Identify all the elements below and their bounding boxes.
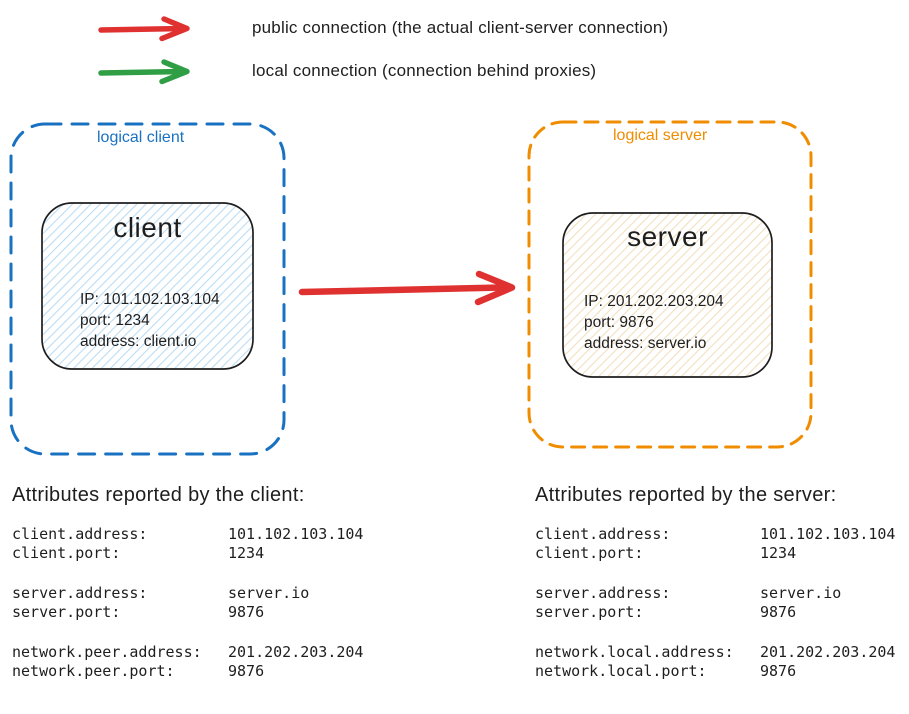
attr-key: network.local.address: <box>535 643 734 661</box>
attr-key: network.peer.port: <box>12 662 175 680</box>
server-ip-line: IP: 201.202.203.204 <box>584 293 724 310</box>
attr-row: client.port: 1234 <box>535 544 895 563</box>
attr-row: server.port: 9876 <box>535 603 895 622</box>
attr-row: server.port: 9876 <box>12 603 363 622</box>
attr-key: server.port: <box>12 603 121 621</box>
client-attr-group-server: server.address: server.io server.port: 9… <box>12 584 363 622</box>
server-attr-group-network: network.local.address: 201.202.203.204 n… <box>535 643 895 681</box>
attr-row: client.port: 1234 <box>12 544 363 563</box>
attr-value: 101.102.103.104 <box>228 525 364 543</box>
attr-key: network.peer.address: <box>12 643 202 661</box>
attr-row: network.peer.address: 201.202.203.204 <box>12 643 363 662</box>
attr-value: 1234 <box>760 544 797 562</box>
client-node-box <box>41 202 254 370</box>
legend-local-connection-label: local connection (connection behind prox… <box>252 61 597 80</box>
client-port-line: port: 1234 <box>80 312 150 329</box>
logical-client-label: logical client <box>97 129 185 146</box>
public-connection-arrow-icon <box>98 16 190 42</box>
attr-value: 201.202.203.204 <box>760 643 896 661</box>
attr-key: client.port: <box>535 544 644 562</box>
attr-row: client.address: 101.102.103.104 <box>535 525 895 544</box>
server-attributes-panel: Attributes reported by the server: clien… <box>535 484 895 681</box>
attr-key: server.port: <box>535 603 644 621</box>
server-node-title: server <box>627 221 708 252</box>
server-attr-group-server: server.address: server.io server.port: 9… <box>535 584 895 622</box>
diagram-canvas <box>9 120 813 456</box>
attr-value: 201.202.203.204 <box>228 643 364 661</box>
attr-row: server.address: server.io <box>12 584 363 603</box>
attr-value: 1234 <box>228 544 265 562</box>
logical-client-boundary <box>9 122 286 456</box>
attr-value: server.io <box>228 584 310 602</box>
attr-row: network.local.port: 9876 <box>535 662 895 681</box>
attr-key: client.address: <box>535 525 671 543</box>
attr-row: network.peer.port: 9876 <box>12 662 363 681</box>
client-attributes-title: Attributes reported by the client: <box>12 484 305 506</box>
client-attributes-panel: Attributes reported by the client: clien… <box>12 484 363 681</box>
attr-key: client.port: <box>12 544 121 562</box>
client-address-line: address: client.io <box>80 333 197 350</box>
local-connection-arrow-icon <box>98 59 190 85</box>
server-address-line: address: server.io <box>584 335 707 352</box>
client-node-title: client <box>113 212 182 243</box>
attr-value: 101.102.103.104 <box>760 525 896 543</box>
attr-value: server.io <box>760 584 842 602</box>
attr-key: server.address: <box>535 584 671 602</box>
attr-key: server.address: <box>12 584 148 602</box>
attr-row: network.local.address: 201.202.203.204 <box>535 643 895 662</box>
logical-server-label: logical server <box>613 127 708 144</box>
legend-public-connection-label: public connection (the actual client-ser… <box>252 18 669 37</box>
server-attr-group-client: client.address: 101.102.103.104 client.p… <box>535 525 895 563</box>
server-node-box <box>562 212 773 378</box>
client-ip-line: IP: 101.102.103.104 <box>80 291 220 308</box>
server-attributes-title: Attributes reported by the server: <box>535 484 837 506</box>
public-connection-arrow <box>298 270 516 306</box>
server-port-line: port: 9876 <box>584 314 654 331</box>
logical-server-boundary <box>527 120 813 449</box>
attr-value: 9876 <box>228 603 265 621</box>
server-node-details: IP: 201.202.203.204 port: 9876 address: … <box>584 291 724 354</box>
attr-value: 9876 <box>228 662 265 680</box>
attr-key: network.local.port: <box>535 662 707 680</box>
attr-key: client.address: <box>12 525 148 543</box>
client-node-details: IP: 101.102.103.104 port: 1234 address: … <box>80 289 220 352</box>
attr-row: server.address: server.io <box>535 584 895 603</box>
client-attr-group-network: network.peer.address: 201.202.203.204 ne… <box>12 643 363 681</box>
attr-row: client.address: 101.102.103.104 <box>12 525 363 544</box>
attr-value: 9876 <box>760 662 797 680</box>
attr-value: 9876 <box>760 603 797 621</box>
client-attr-group-client: client.address: 101.102.103.104 client.p… <box>12 525 363 563</box>
